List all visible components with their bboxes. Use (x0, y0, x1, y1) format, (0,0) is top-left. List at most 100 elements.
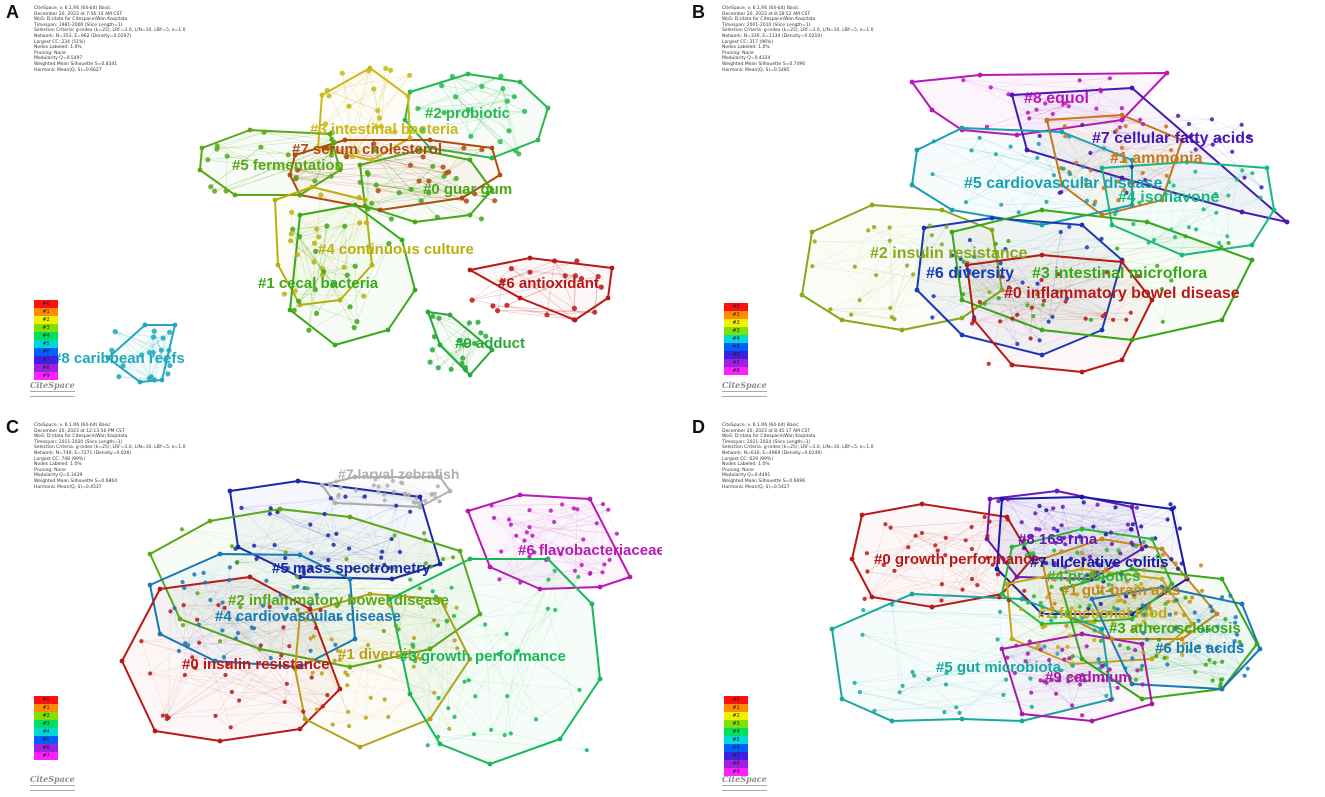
cluster-label: #7 ulcerative colitis (1030, 554, 1168, 571)
cluster-link (497, 310, 595, 313)
network-node (1052, 601, 1057, 606)
network-node (1095, 570, 1100, 575)
cluster-label: #6 diversity (926, 265, 1014, 282)
metadata-line: Timespan: 1981-2000 (Slice Length=1) (34, 22, 123, 28)
cluster-link (547, 608, 588, 751)
cluster-link (573, 503, 604, 509)
network-node (1223, 617, 1228, 622)
network-node (1201, 628, 1206, 633)
hull-vertex (367, 591, 373, 597)
cluster-link (1042, 288, 1163, 306)
cluster-link (141, 337, 164, 356)
network-node (1065, 577, 1070, 582)
metadata-line: WoS: D:\data for Citespace\Wan Kaq\data (722, 17, 816, 23)
cluster-link (1190, 135, 1262, 188)
cluster-link (184, 674, 240, 701)
cluster-link (333, 544, 385, 566)
network-node (1053, 691, 1059, 696)
hull-vertex (959, 315, 965, 321)
network-node (1101, 146, 1107, 151)
cluster-link (963, 79, 1144, 125)
network-node (1203, 662, 1208, 667)
cluster-link (937, 526, 972, 551)
cluster-link (1025, 660, 1081, 685)
cluster-link (945, 555, 963, 590)
network-node (371, 147, 377, 153)
cluster-link (546, 260, 555, 315)
network-node (254, 556, 259, 561)
cluster-link (1070, 600, 1121, 636)
network-node (1056, 272, 1061, 277)
hull-vertex (1079, 526, 1085, 532)
network-node (1101, 185, 1106, 191)
network-node (1176, 113, 1181, 118)
hull-vertex (1099, 536, 1105, 542)
cluster-link (1045, 562, 1088, 576)
cluster-link (874, 680, 1085, 712)
network-node (227, 565, 232, 570)
cluster-label: #1 ammonia (1110, 150, 1203, 167)
cluster-link (502, 271, 531, 282)
hull-vertex (1179, 636, 1185, 642)
network-node (382, 498, 387, 503)
cluster-link (965, 146, 1011, 203)
hull-vertex (297, 611, 303, 617)
cluster-link (492, 305, 595, 313)
network-node (1151, 237, 1157, 243)
hull-vertex (227, 488, 233, 494)
cluster-link (1091, 575, 1125, 603)
network-node (969, 546, 974, 552)
network-node (311, 259, 317, 265)
network-node (1070, 663, 1075, 668)
network-node (606, 507, 611, 512)
hull-vertex (1119, 259, 1125, 265)
cluster-link (1174, 171, 1196, 238)
network-node (491, 515, 497, 520)
network-node (439, 83, 445, 89)
network-node (1051, 506, 1056, 511)
network-node (996, 296, 1001, 301)
cluster-link (988, 319, 1114, 365)
cluster-link (1144, 614, 1236, 624)
cluster-link (960, 248, 1006, 260)
network-node (291, 307, 297, 314)
network-node (497, 577, 502, 582)
cluster-link (973, 226, 1070, 318)
cluster-link (412, 624, 486, 645)
cluster-link (1064, 126, 1119, 201)
cluster-link (1146, 639, 1245, 677)
cluster-link (1188, 123, 1262, 188)
cluster-link (459, 322, 470, 341)
cluster-link (1071, 684, 1081, 706)
cluster-link (1198, 610, 1213, 621)
cluster-link (1139, 172, 1253, 203)
network-node (351, 325, 357, 331)
hull-vertex (347, 514, 353, 520)
network-node (233, 546, 238, 551)
cluster-link (348, 106, 353, 157)
network-node (472, 191, 478, 197)
cluster-link (490, 576, 579, 731)
network-node (1141, 568, 1146, 573)
cluster-link (335, 568, 394, 605)
hull-vertex (1139, 546, 1145, 552)
hull-vertex (417, 147, 423, 153)
network-node (1062, 535, 1067, 540)
network-node (1209, 117, 1214, 122)
cluster-link (1171, 236, 1186, 281)
cluster-link (314, 154, 332, 182)
network-node (1067, 224, 1072, 229)
network-node (1139, 581, 1144, 586)
cluster-link (168, 655, 282, 718)
cluster-link (296, 254, 314, 263)
network-node (1080, 615, 1085, 621)
cluster-link (491, 729, 587, 751)
cluster-link (1216, 195, 1229, 213)
cluster-link (241, 507, 305, 575)
cluster-link (210, 146, 262, 187)
network-node (322, 511, 327, 517)
cluster-link (375, 479, 421, 504)
cluster-link (1060, 231, 1068, 299)
metadata-line: Weighted Mean Silhouette S=0.6696 (722, 478, 806, 484)
